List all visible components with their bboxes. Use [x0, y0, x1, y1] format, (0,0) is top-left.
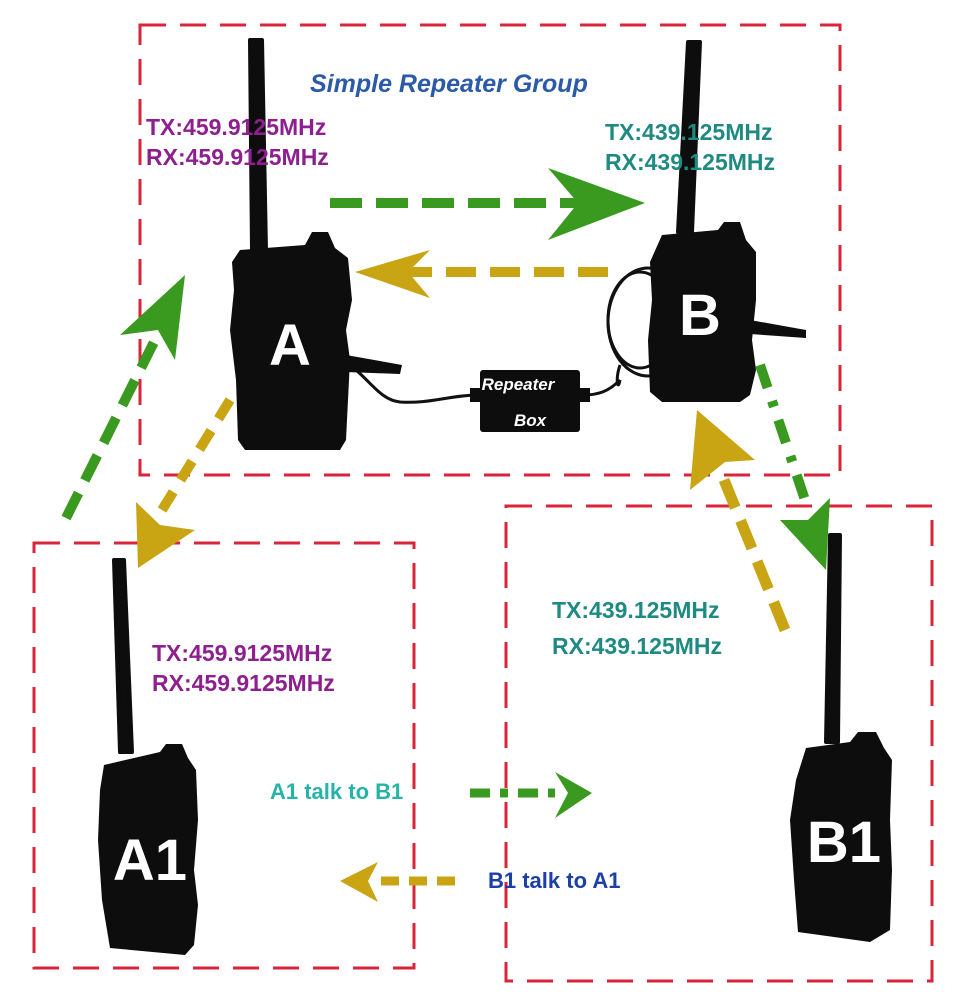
radio-a1: A1: [98, 558, 198, 955]
arrow-b-to-a: [355, 250, 608, 298]
b1-talk-to-a1-label: B1 talk to A1: [488, 868, 621, 893]
radio-b-rx: RX:439.125MHz: [605, 149, 776, 175]
cable-a-to-box: [349, 363, 481, 404]
radio-a-rx: RX:459.9125MHz: [146, 144, 329, 170]
radio-a: A: [230, 38, 402, 450]
diagram-title: Simple Repeater Group: [310, 70, 588, 98]
radio-a-frequencies: TX:459.9125MHz RX:459.9125MHz: [146, 112, 329, 172]
radio-b-tx: TX:439.125MHz: [605, 119, 773, 145]
group-a1-box: [32, 541, 416, 970]
radio-a1-rx: RX:459.9125MHz: [152, 670, 335, 696]
radio-a1-label: A1: [113, 828, 187, 893]
arrow-a-to-a1: [136, 397, 235, 568]
repeater-box-line2: Box: [514, 411, 548, 430]
radio-a1-frequencies: TX:459.9125MHz RX:459.9125MHz: [152, 638, 335, 698]
repeater-box: Repeater Box: [470, 370, 590, 432]
repeater-box-line1: Repeater: [482, 375, 556, 394]
radio-b1-label: B1: [807, 810, 881, 875]
radio-a1-tx: TX:459.9125MHz: [152, 640, 333, 666]
arrow-a-to-b: [330, 168, 645, 240]
arrow-a1-to-a: [61, 275, 185, 521]
a1-talk-to-b1-label: A1 talk to B1: [270, 779, 404, 804]
arrow-a1-talk-b1: [470, 772, 592, 818]
radio-b: B: [648, 40, 806, 402]
radio-b1-tx: TX:439.125MHz: [552, 597, 720, 623]
radio-a-label: A: [269, 313, 311, 378]
repeater-group-box: [138, 23, 842, 477]
radio-a-tx: TX:459.9125MHz: [146, 114, 327, 140]
group-b1-box: [504, 504, 934, 983]
radio-b1-rx: RX:439.125MHz: [552, 633, 723, 659]
arrow-b-to-b1: [755, 363, 830, 570]
radio-b1-frequencies: TX:439.125MHz RX:439.125MHz: [552, 592, 722, 664]
arrow-b1-to-b: [690, 410, 791, 633]
radio-b-frequencies: TX:439.125MHz RX:439.125MHz: [605, 117, 775, 177]
radio-b1: B1: [790, 533, 892, 942]
arrow-b1-talk-a1: [340, 862, 455, 902]
radio-b-label: B: [679, 283, 721, 348]
